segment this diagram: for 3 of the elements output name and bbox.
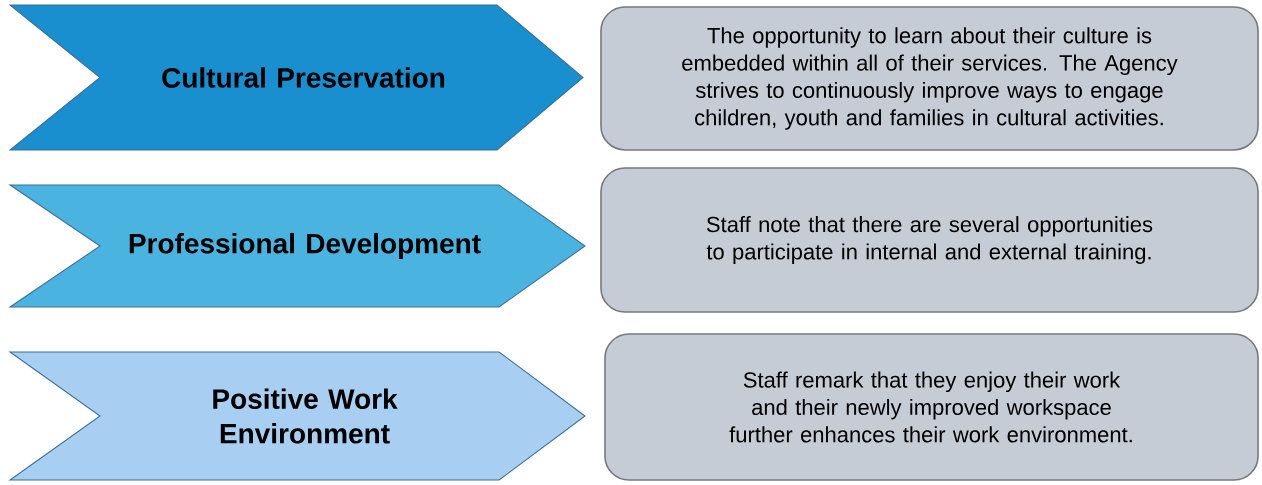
text-box: Staff note that there are several opportunities to participate in internal and external training. — [600, 167, 1259, 313]
text-box: Staff remark that they enjoy their work and their newly improved workspace further enhances their work environment. — [604, 333, 1259, 481]
text-box: The opportunity to learn about their culture is embedded within all of their services. The Agency strives to continuously improve ways to engage children, youth and families in cultural activities. — [600, 6, 1259, 151]
